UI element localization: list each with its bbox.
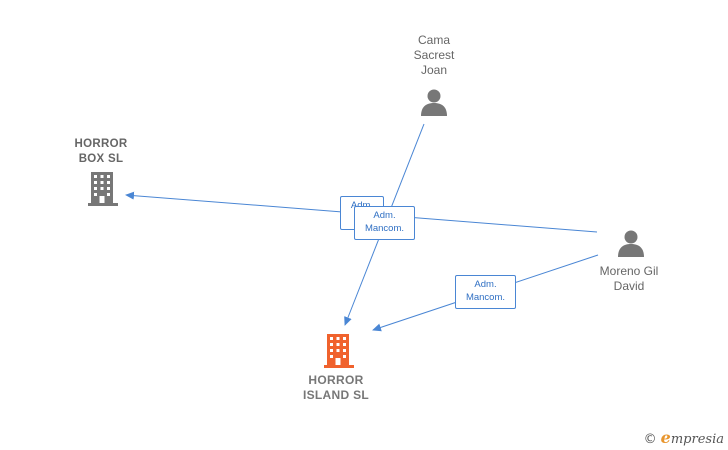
node-label-horror-box[interactable]: HORROR BOX SL [74, 138, 128, 165]
brand-initial: e [660, 428, 671, 447]
node-label-cama[interactable]: Cama Sacrest Joan [413, 33, 455, 77]
brand-logo: ©empresia [644, 428, 724, 447]
building-icon[interactable] [88, 172, 118, 206]
node-label-moreno[interactable]: Moreno Gil David [599, 264, 659, 293]
edge-label-line1: Adm. [344, 199, 380, 212]
edge-label-line2: Mancom. [465, 292, 506, 303]
copyright-symbol: © [643, 432, 657, 447]
node-label-horror-island[interactable]: HORROR ISLAND SL [302, 373, 370, 402]
focus-building-icon[interactable] [324, 334, 354, 368]
brand-name: mpresia [670, 432, 724, 447]
edge-label-line1: Adm. [373, 210, 396, 221]
edge-label-line1: Adm. [474, 279, 497, 290]
person-icon[interactable] [421, 89, 447, 117]
edge-label-line2: Mancom. [364, 223, 405, 234]
person-icon[interactable] [618, 230, 644, 258]
edge-label-adm-mancom-cama: Adm. Mancom. [354, 206, 415, 240]
edge-label-adm-mancom-moreno: Adm. Mancom. [455, 275, 516, 309]
